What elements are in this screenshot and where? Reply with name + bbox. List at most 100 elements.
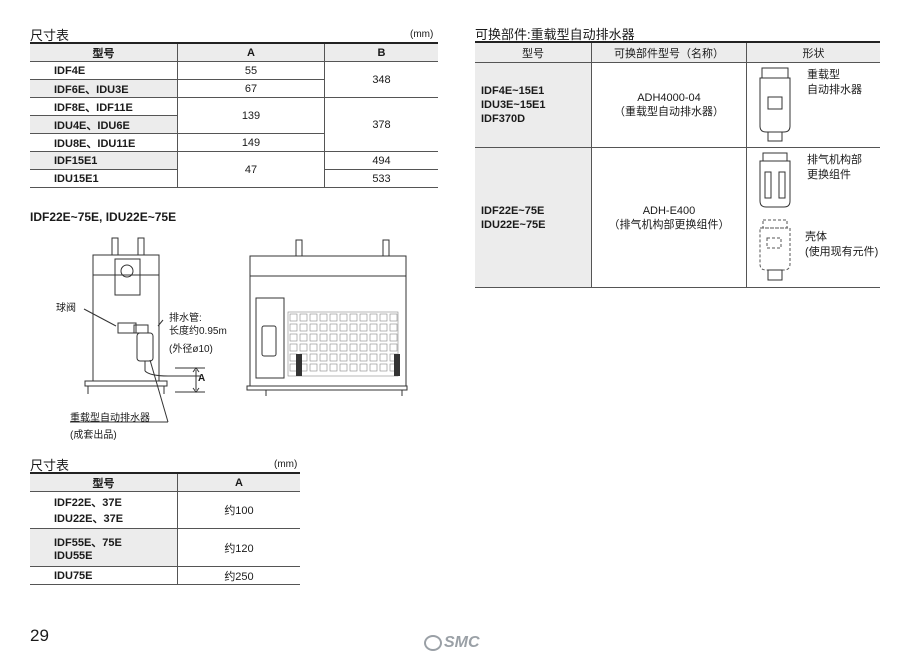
vent-cell <box>349 343 358 352</box>
vent-grid <box>287 311 399 377</box>
vent-cell <box>289 333 298 342</box>
auto-drain-shape-icon <box>759 67 791 142</box>
vent-cell <box>389 343 398 352</box>
table-row-models: IDF22E~75E IDU22E~75E <box>475 147 592 288</box>
col-header-a: A <box>177 474 300 492</box>
vent-cell <box>359 313 368 322</box>
col-header-model: 型号 <box>30 44 178 62</box>
label-ball-valve: 球阀 <box>56 303 76 314</box>
vent-cell <box>359 353 368 362</box>
vent-cell <box>379 363 388 372</box>
table-row-model: IDF4E <box>30 61 178 80</box>
vent-cell <box>299 313 308 322</box>
vent-cell <box>369 363 378 372</box>
drawing-title: IDF22E~75E, IDU22E~75E <box>30 210 177 224</box>
replacement-top-rule <box>475 41 880 43</box>
vent-cell <box>319 313 328 322</box>
vent-cell <box>289 353 298 362</box>
model-line: IDU3E~15E1 <box>481 99 546 111</box>
model-line: IDU22E~75E <box>481 218 546 231</box>
vent-cell <box>319 353 328 362</box>
table-row-model: IDU75E <box>30 566 178 585</box>
vent-cell <box>339 313 348 322</box>
model-line: IDF4E~15E1 <box>481 85 545 97</box>
vent-cell <box>309 343 318 352</box>
value-a: 约100 <box>177 491 300 529</box>
vent-cell <box>309 323 318 332</box>
value-a: 约120 <box>177 528 300 567</box>
vent-cell <box>329 313 338 322</box>
vent-cell <box>319 343 328 352</box>
vent-cell <box>329 323 338 332</box>
vent-cell <box>319 363 328 372</box>
logo-mark-icon <box>424 634 442 651</box>
shape-label: 重载型 <box>807 69 840 81</box>
vent-cell <box>319 323 328 332</box>
replacement-parts-table: 型号 可换部件型号（名称） 形状 IDF4E~15E1 IDU3E~15E1 I… <box>475 43 880 288</box>
shape-label: 排气机构部 <box>807 154 862 166</box>
value-b: 378 <box>324 97 438 152</box>
vent-cell <box>349 333 358 342</box>
col-header-b: B <box>324 44 438 62</box>
label-dimension-a: A <box>198 373 206 384</box>
vent-cell <box>339 363 348 372</box>
model-line: IDF55E、75E <box>54 536 122 549</box>
vent-cell <box>369 333 378 342</box>
vent-cell <box>329 333 338 342</box>
auto-drain-icon <box>136 332 154 362</box>
value-b: 533 <box>324 169 438 188</box>
table-row-model: IDF6E、IDU3E <box>30 79 178 98</box>
shape-cell: 重载型 自动排水器 <box>746 62 880 148</box>
vent-cell <box>339 343 348 352</box>
model-line: IDU55E <box>54 549 93 562</box>
table1-top-rule <box>30 42 438 44</box>
logo-text: SMC <box>444 634 480 651</box>
col-header-model: 型号 <box>475 43 592 63</box>
vent-cell <box>359 363 368 372</box>
vent-cell <box>369 343 378 352</box>
vent-cell <box>369 353 378 362</box>
smc-logo: SMC <box>424 634 480 652</box>
exhaust-assembly-icon <box>759 152 791 281</box>
value-a: 139 <box>177 97 325 134</box>
part-number: ADH4000-04 <box>637 92 701 104</box>
vent-cell <box>309 353 318 362</box>
table-row-model: IDF22E、37E IDU22E、37E <box>30 491 178 529</box>
vent-cell <box>339 333 348 342</box>
value-b: 348 <box>324 61 438 98</box>
part-number: ADH-E400 <box>642 204 696 217</box>
model-line: IDU22E、37E <box>54 513 124 525</box>
shape-label: 更换组件 <box>807 169 851 181</box>
vent-cell <box>299 343 308 352</box>
label-auto-drain: 重载型自动排水器 <box>70 413 150 424</box>
col-header-a: A <box>177 44 325 62</box>
vent-cell <box>349 363 358 372</box>
vent-cell <box>329 353 338 362</box>
value-a: 55 <box>177 61 325 80</box>
part-cell: ADH-E400 （排气机构部更换组件） <box>591 147 747 288</box>
table-row-model: IDU15E1 <box>30 169 178 188</box>
table2-title: 尺寸表 <box>30 458 70 473</box>
vent-cell <box>379 343 388 352</box>
label-auto-drain-kit: (成套出品) <box>70 430 117 441</box>
vent-cell <box>369 313 378 322</box>
dryer-side-body <box>92 254 160 382</box>
table1-unit: (mm) <box>410 29 434 40</box>
vent-cell <box>379 333 388 342</box>
part-name: （排气机构部更换组件） <box>608 218 730 231</box>
vent-cell <box>309 363 318 372</box>
vent-cell <box>379 323 388 332</box>
model-line: IDF22E~75E <box>481 204 545 217</box>
vent-cell <box>289 363 298 372</box>
vent-cell <box>299 323 308 332</box>
replacement-title: 可换部件:重载型自动排水器 <box>475 27 635 42</box>
vent-cell <box>379 313 388 322</box>
dimension-table-1: 型号 A B IDF4E 55 348 IDF6E、IDU3E 67 IDF8E… <box>30 44 438 188</box>
shell-label: 壳体 <box>805 231 827 243</box>
vent-cell <box>309 333 318 342</box>
shape-cell: 排气机构部 更换组件 壳体 (使用现有元件) <box>746 147 880 288</box>
label-drain-tube-od: (外径ø10) <box>169 344 213 355</box>
vent-cell <box>359 343 368 352</box>
table-row-model: IDU4E、IDU6E <box>30 115 178 134</box>
vent-cell <box>329 363 338 372</box>
